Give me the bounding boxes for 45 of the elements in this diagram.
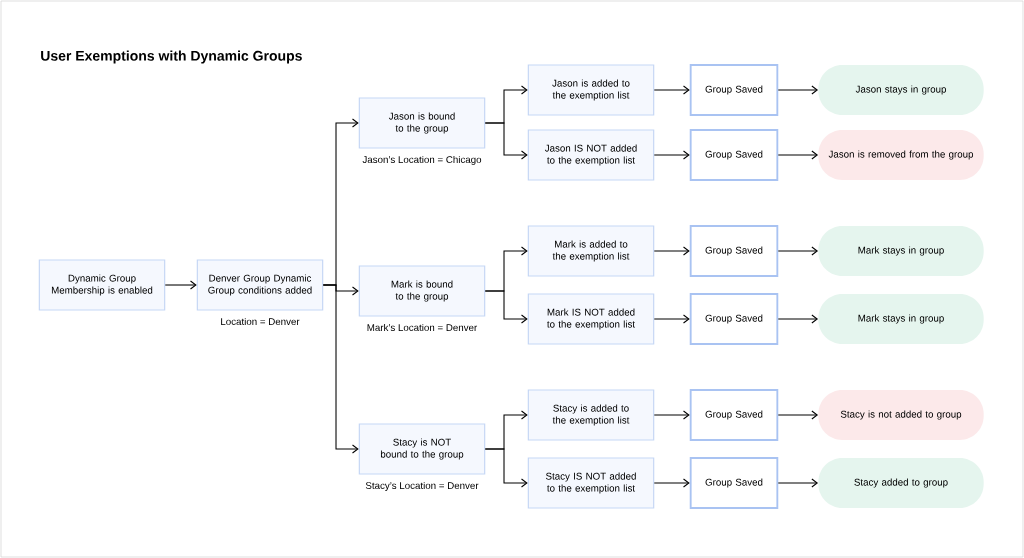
process-box: Jason is added to the exemption list	[527, 64, 655, 116]
title: User Exemptions with Dynamic Groups	[41, 50, 302, 64]
saved-box: Group Saved	[689, 389, 779, 441]
outcome-pill: Jason stays in group	[818, 65, 984, 115]
location-note: Location = Denver	[221, 317, 300, 326]
arrow	[653, 85, 690, 95]
process-box: Mark is bound to the group	[358, 265, 486, 317]
process-box: Dynamic Group Membership is enabled	[38, 259, 166, 311]
outcome-pill: Stacy added to group	[818, 458, 984, 508]
arrow	[777, 85, 819, 95]
arrow	[484, 448, 528, 488]
arrow	[777, 150, 819, 160]
process-box: Stacy is NOT bound to the group	[358, 423, 486, 475]
saved-box: Group Saved	[689, 64, 779, 116]
saved-box: Group Saved	[689, 129, 779, 181]
process-box: Jason IS NOT added to the exemption list	[527, 129, 655, 181]
arrow	[653, 478, 690, 488]
process-box: Stacy IS NOT added to the exemption list	[527, 457, 655, 509]
arrow	[777, 410, 819, 420]
location-note: Stacy’s Location = Denver	[365, 481, 479, 491]
arrow	[484, 122, 528, 160]
outcome-pill: Stacy is not added to group	[818, 390, 984, 440]
outcome-pill: Mark stays in group	[818, 226, 984, 276]
arrow	[777, 246, 819, 256]
process-box: Mark IS NOT added to the exemption list	[527, 293, 655, 345]
arrow	[653, 246, 690, 256]
saved-box: Group Saved	[689, 225, 779, 277]
arrow	[484, 290, 528, 324]
arrow	[653, 150, 690, 160]
arrow	[777, 478, 819, 488]
arrow	[164, 280, 197, 290]
saved-box: Group Saved	[689, 293, 779, 345]
process-box: Denver Group Dynamic Group conditions added	[196, 259, 324, 311]
arrow	[322, 284, 359, 454]
arrow	[653, 410, 690, 420]
process-box: Mark is added to the exemption list	[527, 225, 655, 277]
outcome-pill: Mark stays in group	[818, 294, 984, 344]
location-note: Mark’s Location = Denver	[367, 323, 478, 332]
arrow	[653, 314, 690, 324]
outcome-pill: Jason is removed from the group	[818, 130, 984, 180]
location-note: Jason’s Location = Chicago	[362, 155, 482, 165]
process-box: Stacy is added to the exemption list	[527, 389, 655, 441]
process-box: Jason is bound to the group	[358, 97, 486, 149]
arrow	[777, 314, 819, 324]
saved-box: Group Saved	[689, 457, 779, 509]
